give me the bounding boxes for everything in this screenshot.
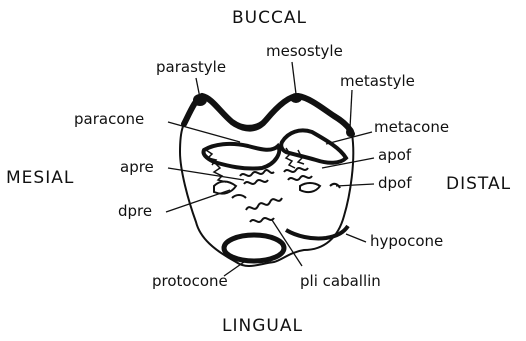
buccal-enamel-rim (184, 96, 352, 134)
label-metacone: metacone (374, 120, 449, 135)
leader-hypocone (346, 234, 366, 242)
label-dpof: dpof (378, 176, 412, 191)
metacone-fossette (281, 130, 346, 162)
apre-plication (240, 170, 274, 184)
central-crenulation (246, 198, 282, 222)
orientation-distal: DISTAL (446, 176, 511, 193)
label-metastyle: metastyle (340, 74, 415, 89)
label-apof: apof (378, 148, 411, 163)
label-apre: apre (120, 160, 154, 175)
orientation-mesial: MESIAL (6, 170, 74, 187)
orientation-buccal: BUCCAL (232, 10, 307, 27)
leader-metastyle (350, 90, 352, 128)
label-hypocone: hypocone (370, 234, 443, 249)
leader-dpre (166, 190, 230, 212)
label-parastyle: parastyle (156, 60, 226, 75)
leader-mesostyle (292, 62, 296, 94)
leader-apre (168, 168, 244, 180)
label-paracone: paracone (74, 112, 144, 127)
label-mesostyle: mesostyle (266, 44, 343, 59)
orientation-lingual: LINGUAL (222, 318, 303, 335)
leader-paracone (168, 122, 240, 142)
dpre-plication (214, 182, 246, 199)
label-pli-caballin: pli caballin (300, 274, 381, 289)
apof-plication (284, 168, 312, 180)
label-protocone: protocone (152, 274, 228, 289)
mesostyle-knob (290, 93, 302, 103)
metacone-fossette-folds (286, 148, 304, 168)
dpof-plication (300, 183, 340, 192)
leader-lines (166, 62, 374, 276)
protocone-shape (224, 235, 284, 261)
label-dpre: dpre (118, 204, 152, 219)
leader-dpof (336, 184, 374, 186)
metastyle-knob (346, 127, 354, 137)
paracone-fossette (203, 144, 279, 169)
